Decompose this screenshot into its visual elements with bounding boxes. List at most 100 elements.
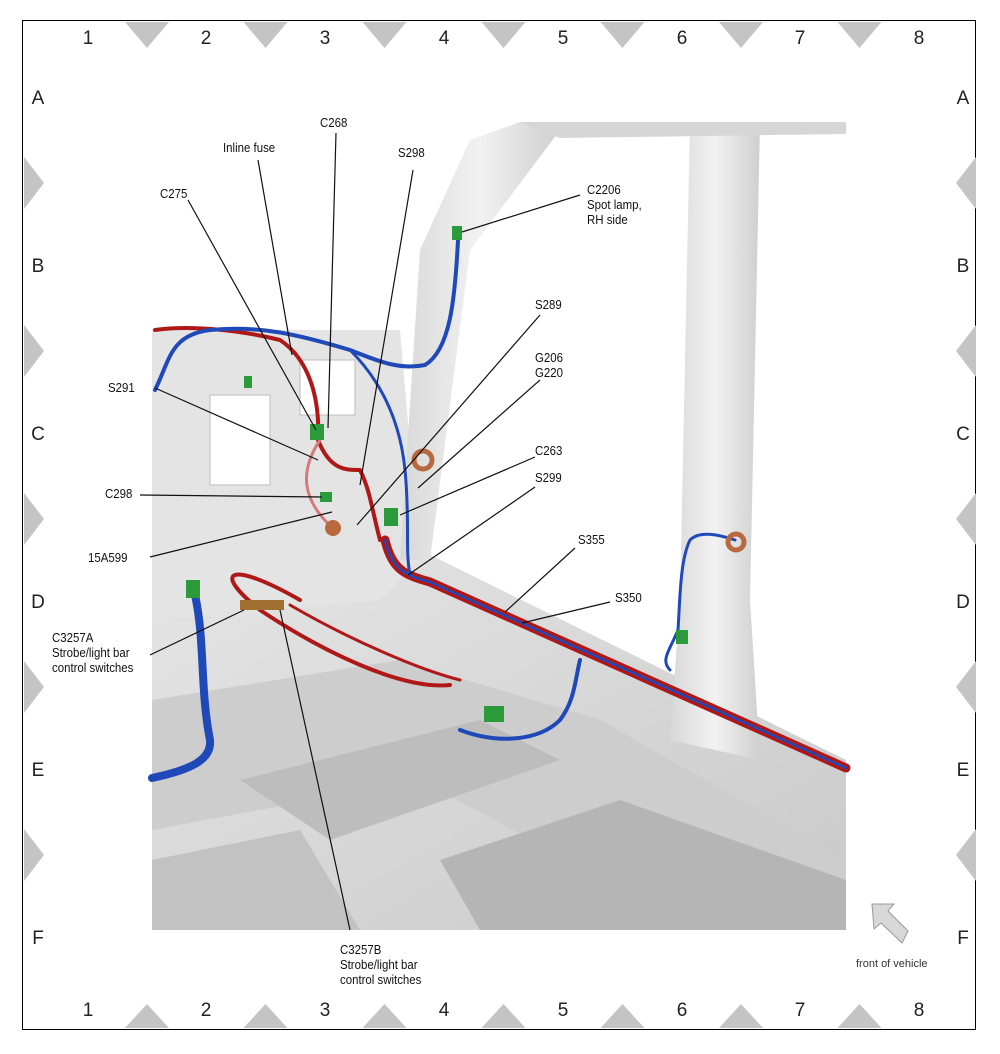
grid-row-label: B [31,256,45,277]
border-marker [362,22,407,48]
connector-c263 [384,508,398,526]
border-marker [125,22,169,48]
border-marker [719,1004,763,1028]
grid-column-label: 1 [82,1000,94,1021]
fuse-15a599 [325,520,341,536]
grid-column-label: 8 [913,28,925,49]
connector-b-pillar [676,630,688,644]
border-marker [362,1004,407,1028]
harness-red-floor-loop [230,572,452,688]
harness-pink-branch [305,438,337,532]
label-c268: C268 [320,115,348,130]
grid-column-label: 3 [319,1000,331,1021]
grid-row-label: B [956,256,970,277]
grid-column-label: 8 [913,1000,925,1021]
grid-column-label: 6 [676,1000,688,1021]
grid-row-label: C [956,424,970,445]
harnesses [148,238,851,782]
label-s299: S299 [535,470,562,485]
grid-row-label: C [31,424,45,445]
grid-column-label: 4 [438,28,450,49]
grid-column-label: 1 [82,28,94,49]
border-marker [243,1004,288,1028]
grid-row-label: A [31,88,45,109]
border-marker [481,22,526,48]
label-s289: S289 [535,297,562,312]
label-c298: C298 [105,486,133,501]
label-c3257b: C3257B Strobe/light bar control switches [340,942,422,987]
label-c2206: C2206 Spot lamp, RH side [587,182,642,227]
grid-row-label: F [32,928,44,949]
main-harness-blue-stripe [383,538,848,770]
label-s298: S298 [398,145,425,160]
border-marker [24,829,44,881]
connector-left-floor [186,580,200,598]
label-c275: C275 [160,186,188,201]
grid-column-label: 7 [794,1000,806,1021]
harness-blue-lower-left [148,591,215,782]
grid-column-label: 4 [438,1000,450,1021]
rear-inner-panel [152,330,420,620]
grid-row-label: E [31,760,45,781]
roof-rail [520,122,846,138]
grid-column-label: 5 [557,1000,569,1021]
label-c263: C263 [535,443,563,458]
border-marker [719,22,763,48]
grid-row-label: D [31,592,45,613]
grid-column-label: 6 [676,28,688,49]
label-s291: S291 [108,380,135,395]
harness-blue-b-pillar [664,532,737,672]
border-marker [24,661,44,713]
border-marker [956,493,976,545]
front-of-vehicle-label: front of vehicle [856,958,928,970]
grid-column-label: 7 [794,28,806,49]
label-15a599: 15A599 [88,550,128,565]
border-marker [24,493,44,545]
label-s355: S355 [578,532,605,547]
c-pillar [400,122,560,560]
grid-row-label: D [956,592,970,613]
harness-blue-floor [458,658,582,741]
connector-upper-left [244,376,252,388]
border-marker [24,157,44,209]
label-c3257a: C3257A Strobe/light bar control switches [52,630,134,675]
floor-rail [440,800,846,930]
ground-b-pillar [725,531,747,553]
front-of-vehicle-arrow-icon [871,903,909,944]
grid-row-label: E [956,760,970,781]
border-marker [956,661,976,713]
seat-riser [240,720,560,840]
grid-column-label: 5 [557,28,569,49]
grid-row-label: A [956,88,970,109]
panel-opening [299,359,356,416]
border-marker [481,1004,526,1028]
b-pillar [670,122,760,760]
floor-rail-rear [152,830,360,930]
border-markers [24,22,976,1028]
connector-c275 [310,424,324,440]
border-marker [837,22,882,48]
connector-c3257 [240,600,284,610]
border-marker [837,1004,882,1028]
connector-c2206 [452,226,462,240]
leader-lines [139,132,611,931]
border-marker [956,325,976,377]
label-g206-g220: G206 G220 [535,350,563,380]
vehicle-body [152,122,846,930]
border-marker [243,22,288,48]
border-marker [956,157,976,209]
connector-c298 [320,492,332,502]
label-inline-fuse: Inline fuse [223,140,276,155]
grid-column-label: 2 [200,28,212,49]
panel-opening [209,394,271,486]
border-marker [125,1004,169,1028]
grid-row-label: F [957,928,969,949]
border-marker [24,325,44,377]
border-marker [956,829,976,881]
label-s350: S350 [615,590,642,605]
grid-column-label: 2 [200,1000,212,1021]
grid-column-label: 3 [319,28,331,49]
border-marker [600,22,645,48]
harness-red-floor-branch [288,603,462,682]
